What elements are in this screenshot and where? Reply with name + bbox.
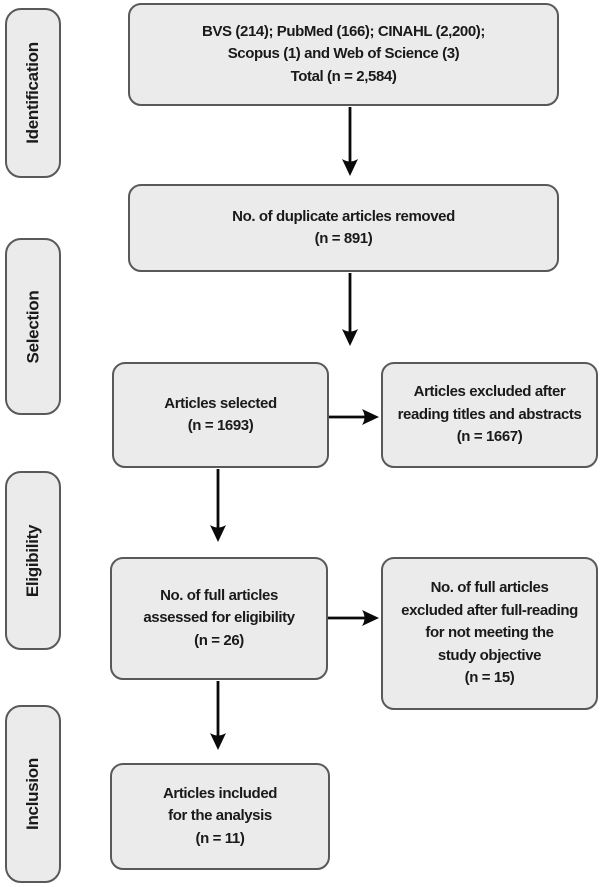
- box-text-line: (n = 891): [314, 230, 373, 247]
- box-text-line: (n = 1693): [187, 417, 254, 434]
- arrow-sources-to-duplicates: [342, 107, 358, 176]
- box-text-line: reading titles and abstracts: [397, 405, 582, 423]
- box-text-line: BVS (214); PubMed (166); CINAHL (2,200);: [202, 22, 485, 40]
- flow-box-excluded-full-reading: No. of full articles excluded after full-…: [381, 557, 598, 710]
- box-text-line: excluded after full-reading: [401, 601, 578, 619]
- box-text-line: Total (n = 2,584): [290, 67, 397, 85]
- arrow-assessed-to-included: [210, 681, 226, 750]
- arrow-selected-to-excluded: [329, 409, 379, 425]
- arrow-assessed-to-excluded: [328, 610, 379, 626]
- flow-box-full-articles-assessed: No. of full articles assessed for eligibi…: [110, 557, 328, 680]
- box-text-line: assessed for eligibility: [143, 609, 295, 627]
- box-text-line: for not meeting the: [425, 624, 554, 642]
- arrow-duplicates-to-selected: [342, 273, 358, 346]
- box-text-line: (n = 11): [195, 829, 245, 847]
- flow-box-articles-selected: Articles selected (n = 1693): [112, 362, 329, 468]
- arrow-selected-to-assessed: [210, 469, 226, 542]
- box-text-line: (n = 15): [464, 669, 515, 687]
- box-text-line: Articles selected: [164, 394, 277, 412]
- box-text-line: Articles excluded after: [413, 383, 566, 401]
- box-text-line: study objective: [437, 646, 542, 664]
- box-text-line: Scopus (1) and Web of Science (3): [227, 45, 460, 63]
- stage-identification-label: Identification: [23, 42, 43, 144]
- stage-inclusion: Inclusion: [5, 705, 61, 883]
- box-text-line: Articles included: [162, 784, 278, 802]
- stage-eligibility-label: Eligibility: [23, 524, 43, 597]
- stage-selection-label: Selection: [23, 290, 43, 363]
- stage-inclusion-label: Inclusion: [23, 758, 43, 830]
- box-text-line: (n = 1667): [456, 428, 523, 446]
- box-text-line: No. of full articles: [430, 579, 549, 597]
- box-text-line: (n = 26): [194, 631, 244, 649]
- flow-box-duplicates-removed: No. of duplicate articles removed (n = 89…: [128, 184, 559, 272]
- flow-box-sources-total: BVS (214); PubMed (166); CINAHL (2,200);…: [128, 3, 559, 106]
- box-text-line: No. of duplicate articles removed: [232, 207, 455, 225]
- box-text-line: for the analysis: [168, 807, 272, 825]
- box-text-line: No. of full articles: [160, 586, 278, 604]
- flow-box-included-for-analysis: Articles included for the analysis (n = 11…: [110, 763, 330, 870]
- stage-selection: Selection: [5, 238, 61, 415]
- stage-identification: Identification: [5, 8, 61, 178]
- flow-box-excluded-titles-abstracts: Articles excluded after reading titles an…: [381, 362, 598, 468]
- stage-eligibility: Eligibility: [5, 471, 61, 650]
